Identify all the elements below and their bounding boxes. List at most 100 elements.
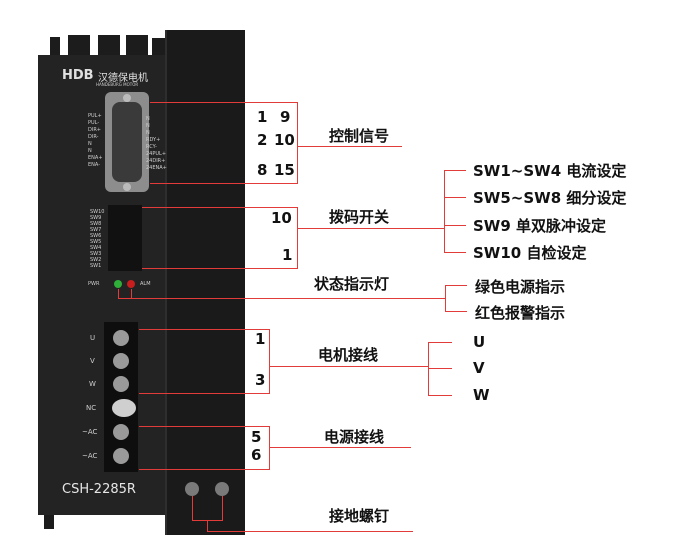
pin-number-8: 8 (257, 161, 268, 179)
terminal-label: NC (86, 404, 97, 412)
led-green-power: 绿色电源指示 (475, 278, 566, 296)
label-dip-switch: 拨码开关 (329, 208, 390, 226)
leader-line (207, 520, 208, 532)
brand-logo: HDB (62, 68, 94, 83)
pin-label: 24PUL+ (146, 151, 167, 157)
dip-label: SW3 (90, 251, 102, 257)
leader-line (269, 426, 270, 470)
leader-line (269, 329, 270, 394)
phase-u: U (473, 333, 486, 351)
leader-line (445, 285, 467, 286)
leader-line (118, 298, 446, 299)
sw-item-microstep: SW5~SW8 细分设定 (473, 189, 627, 207)
led-label-alm: ALM (140, 281, 151, 287)
brand-subtitle: HANDEBURG MOTOR (96, 82, 139, 87)
leader-line (444, 197, 466, 198)
leader-line (444, 225, 466, 226)
power-number-6: 6 (251, 446, 262, 464)
pin-label: 24DIR+ (146, 158, 166, 164)
terminal-label: ~AC (82, 452, 98, 460)
pin-label: DIR+ (88, 127, 101, 133)
pin-label: N (88, 148, 92, 154)
pin-number-10: 10 (274, 131, 295, 149)
leader-line (428, 342, 429, 396)
label-control-signal: 控制信号 (329, 127, 390, 145)
leader-line (142, 207, 298, 208)
leader-line (139, 393, 270, 394)
terminal-label: U (90, 334, 96, 342)
leader-line (131, 289, 132, 299)
dip-label: SW7 (90, 227, 102, 233)
label-status-led: 状态指示灯 (314, 275, 390, 293)
leader-line (428, 342, 452, 343)
terminal-label: ~AC (82, 428, 98, 436)
driver-device: HDB 汉德保电机 HANDEBURG MOTOR PUL+ PUL- DIR+… (0, 0, 260, 560)
pin-label: ENA+ (88, 155, 103, 161)
leader-line (428, 395, 452, 396)
leader-line (192, 496, 193, 520)
brand-name: 汉德保电机 (98, 73, 148, 84)
driver-body-art (38, 30, 245, 535)
pin-label: 24ENA+ (146, 165, 167, 171)
motor-number-1: 1 (255, 330, 266, 348)
pin-label: N (146, 123, 150, 129)
motor-number-3: 3 (255, 371, 266, 389)
model-label: CSH-2285R (62, 482, 136, 497)
leader-line (269, 366, 429, 367)
pin-number-15: 15 (274, 161, 295, 179)
pin-number-9: 9 (280, 108, 291, 126)
leader-line (139, 469, 270, 470)
dip-label: SW4 (90, 245, 102, 251)
pin-label: PUL+ (88, 113, 102, 119)
pin-label: N (146, 130, 150, 136)
dip-number-10: 10 (271, 209, 292, 227)
leader-line (150, 102, 298, 103)
leader-line (444, 170, 466, 171)
label-ground-screw: 接地螺钉 (329, 507, 390, 525)
leader-line (207, 531, 413, 532)
sw-item-pulse-mode: SW9 单双脉冲设定 (473, 217, 607, 235)
leader-line (428, 368, 452, 369)
pin-label: N (88, 141, 92, 147)
leader-line (297, 228, 445, 229)
leader-line (297, 146, 402, 147)
pin-label: DIR- (88, 134, 99, 140)
pin-number-2: 2 (257, 131, 268, 149)
terminal-label: W (89, 380, 96, 388)
label-power-wiring: 电源接线 (324, 428, 385, 446)
pin-label: ENA- (88, 162, 101, 168)
dip-label: SW2 (90, 257, 102, 263)
label-motor-wiring: 电机接线 (318, 346, 379, 364)
pin-label: N (146, 116, 150, 122)
terminal-label: V (90, 357, 95, 365)
pin-label: RCY- (146, 144, 157, 150)
dip-label: SW6 (90, 233, 102, 239)
power-number-5: 5 (251, 428, 262, 446)
leader-line (444, 170, 445, 253)
leader-line (269, 447, 411, 448)
dip-label: SW1 (90, 263, 102, 269)
leader-line (150, 183, 298, 184)
pin-label: PUL- (88, 120, 100, 126)
sw-item-current: SW1~SW4 电流设定 (473, 162, 627, 180)
leader-line (222, 496, 223, 520)
leader-line (297, 207, 298, 269)
leader-line (139, 426, 270, 427)
led-label-pwr: PWR (88, 281, 100, 287)
pin-label: RDY+ (146, 137, 161, 143)
dip-number-1: 1 (282, 246, 293, 264)
led-red-alarm: 红色报警指示 (475, 304, 566, 322)
leader-line (445, 311, 467, 312)
leader-line (142, 268, 298, 269)
dip-label: SW9 (90, 215, 102, 221)
phase-v: V (473, 359, 485, 377)
leader-line (444, 252, 466, 253)
leader-line (139, 329, 270, 330)
dip-label: SW5 (90, 239, 102, 245)
leader-line (297, 102, 298, 184)
dip-label: SW8 (90, 221, 102, 227)
pin-number-1: 1 (257, 108, 268, 126)
sw-item-selftest: SW10 自检设定 (473, 244, 587, 262)
leader-line (445, 285, 446, 312)
dip-label: SW10 (90, 209, 105, 215)
